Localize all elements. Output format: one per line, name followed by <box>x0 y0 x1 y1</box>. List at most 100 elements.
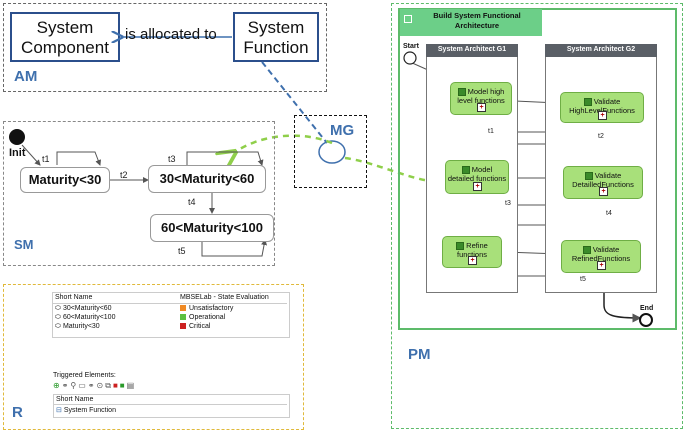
pm-title-bar <box>400 9 542 36</box>
expand-icon[interactable]: + <box>598 111 607 120</box>
sm-t5-label: t5 <box>178 246 186 256</box>
sm-t3-label: t3 <box>168 154 176 164</box>
pm-start-circle <box>403 51 417 65</box>
comment-icon[interactable]: ▭ <box>78 381 88 390</box>
mg-label: MG <box>330 122 355 139</box>
r-triggered-header-line <box>54 404 287 405</box>
system-component-box: System Component <box>10 12 120 62</box>
r-triggered-row[interactable]: ⊟ System Function <box>56 406 116 414</box>
r-triggered-col: Short Name <box>56 396 94 403</box>
sm-label: SM <box>14 237 34 252</box>
r-eval-row: Operational <box>180 314 225 321</box>
node-validate-refinedfunctions[interactable]: Validate RefinedFunctions + <box>561 240 641 273</box>
am-mg-link <box>261 61 328 144</box>
sm-t2-label: t2 <box>120 170 128 180</box>
link2-icon[interactable]: ⚭ <box>87 381 97 390</box>
sm-init-arrow <box>21 144 41 166</box>
filter-icon[interactable]: ⚲ <box>70 381 79 390</box>
green-swatch <box>180 314 186 321</box>
settings-icon[interactable]: ⊙ <box>96 381 106 390</box>
r-eval-label: Unsatisfactory <box>189 305 234 312</box>
export-icon[interactable]: ▤ <box>126 381 137 390</box>
node-refine-functions[interactable]: Refine functions + <box>442 236 502 268</box>
sm-t4-label: t4 <box>188 197 196 207</box>
node-model-detailed-functions[interactable]: Model detailed functions + <box>445 160 509 194</box>
node-line2: DetailledFunctions <box>572 180 634 190</box>
r-eval-row: Critical <box>180 323 210 330</box>
sm-t3-loop <box>186 151 264 166</box>
expand-icon[interactable]: + <box>599 187 608 196</box>
r-state-row: ⬭ Maturity<30 <box>55 323 100 330</box>
pm-t2-label: t2 <box>598 133 604 140</box>
excel-icon[interactable]: ■ <box>119 381 127 390</box>
expand-icon[interactable]: + <box>473 182 482 191</box>
node-line2: RefinedFunctions <box>571 254 631 264</box>
sm-t1-loop <box>56 151 102 166</box>
node-line1: Model <box>471 165 493 174</box>
node-validate-highlevelfunctions[interactable]: Validate HighLevelFunctions + <box>560 92 644 123</box>
mg-circle <box>318 140 346 164</box>
r-col-eval: MBSELab - State Evaluation <box>180 294 269 301</box>
sm-state-maturity-30-60: 30<Maturity<60 <box>148 165 266 193</box>
pm-end-label: End <box>640 305 654 312</box>
r-eval-label: Critical <box>189 323 211 330</box>
r-label: R <box>12 404 23 421</box>
pm-label: PM <box>408 346 431 363</box>
node-line2: functions <box>456 250 488 260</box>
expand-icon[interactable]: + <box>468 256 477 265</box>
copy-icon[interactable]: ⧉ <box>105 381 113 390</box>
node-model-high-level-functions[interactable]: Model high level functions + <box>450 82 512 115</box>
pm-title-line2: Architecture <box>454 21 500 30</box>
r-state-name: 30<Maturity<60 <box>62 305 112 312</box>
pm-panel <box>391 3 683 429</box>
task-icon <box>582 246 591 255</box>
expand-icon[interactable]: + <box>597 261 606 270</box>
task-icon <box>456 242 465 251</box>
pdf-icon[interactable]: ■ <box>112 381 120 390</box>
task-icon <box>584 172 593 181</box>
am-label: AM <box>14 68 38 85</box>
mg-pm-link <box>344 156 439 184</box>
lane-g1-header: System Architect G1 <box>426 44 518 57</box>
node-line1: Validate <box>593 97 621 106</box>
node-validate-detailledfunctions[interactable]: Validate DetailledFunctions + <box>563 166 643 199</box>
node-line1: Validate <box>592 245 620 254</box>
system-component-line1: System <box>36 18 94 37</box>
system-function-line1: System <box>247 18 305 37</box>
function-icon: ⊟ <box>56 407 62 414</box>
r-header-line <box>53 303 287 304</box>
node-line1: Model high <box>467 87 505 96</box>
r-triggered-label: Triggered Elements: <box>53 372 116 379</box>
sm-state-maturity-60-100: 60<Maturity<100 <box>150 214 274 242</box>
task-icon <box>457 88 466 97</box>
r-eval-row: Unsatisfactory <box>180 305 233 312</box>
relation-label: is allocated to <box>125 26 217 43</box>
pm-title-icon <box>404 15 412 23</box>
node-line2: level functions <box>457 96 505 106</box>
task-icon <box>583 98 592 107</box>
sm-state-maturity-lt30: Maturity<30 <box>20 167 110 193</box>
sm-t5-loop <box>201 239 268 257</box>
pm-t5-label: t5 <box>580 276 586 283</box>
pm-end-circle <box>639 313 653 327</box>
expand-icon[interactable]: + <box>477 103 486 112</box>
r-table <box>52 292 290 338</box>
pm-start-label: Start <box>403 43 419 50</box>
link-icon[interactable]: ⚭ <box>61 381 71 390</box>
r-toolbar: ⊕⚭⚲▭⚭⊙⧉■■▤ <box>53 381 173 391</box>
system-function-line2: Function <box>243 38 309 57</box>
r-eval-label: Operational <box>189 314 226 321</box>
system-function-box: System Function <box>233 12 319 62</box>
r-state-name: 60<Maturity<100 <box>62 314 116 321</box>
add-icon[interactable]: ⊕ <box>53 381 62 390</box>
sm-t1-label: t1 <box>42 154 50 164</box>
pm-t4-label: t4 <box>606 210 612 217</box>
pm-t3-label: t3 <box>505 200 511 207</box>
sm-panel <box>3 121 275 266</box>
sm-init-dot <box>9 129 25 145</box>
red-swatch <box>180 323 186 330</box>
pm-title-line1: Build System Functional <box>433 11 521 20</box>
pm-end-arrow <box>603 273 642 323</box>
r-panel <box>3 284 304 430</box>
node-line1: Validate <box>594 171 622 180</box>
